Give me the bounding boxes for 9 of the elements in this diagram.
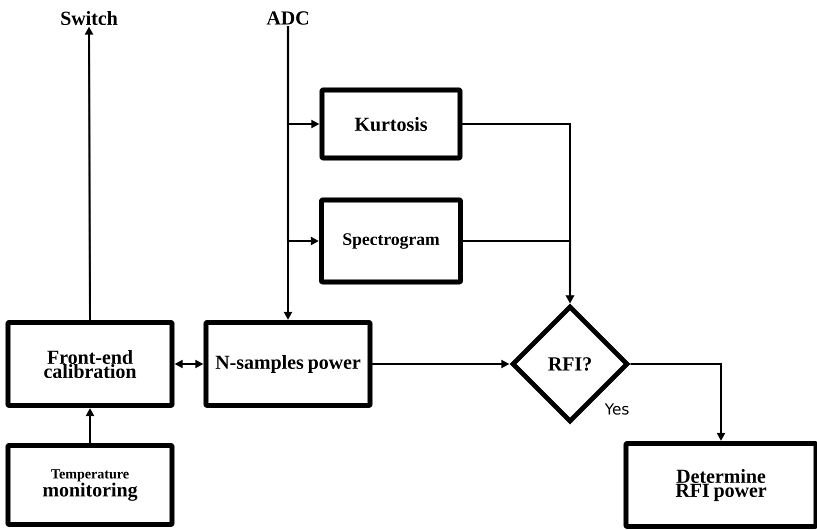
process-box: Determine RFI power [624,441,817,529]
process-box: Front-end calibration [6,320,174,408]
edge-label: Yes [604,402,630,416]
process-box: N-samples power [204,320,372,408]
process-box: Spectrogram [319,198,463,284]
signal-label: ADC [266,11,308,25]
signal-label: Switch [61,11,118,26]
process-box: Temperature monitoring [6,443,174,527]
process-box: Kurtosis [320,88,462,160]
